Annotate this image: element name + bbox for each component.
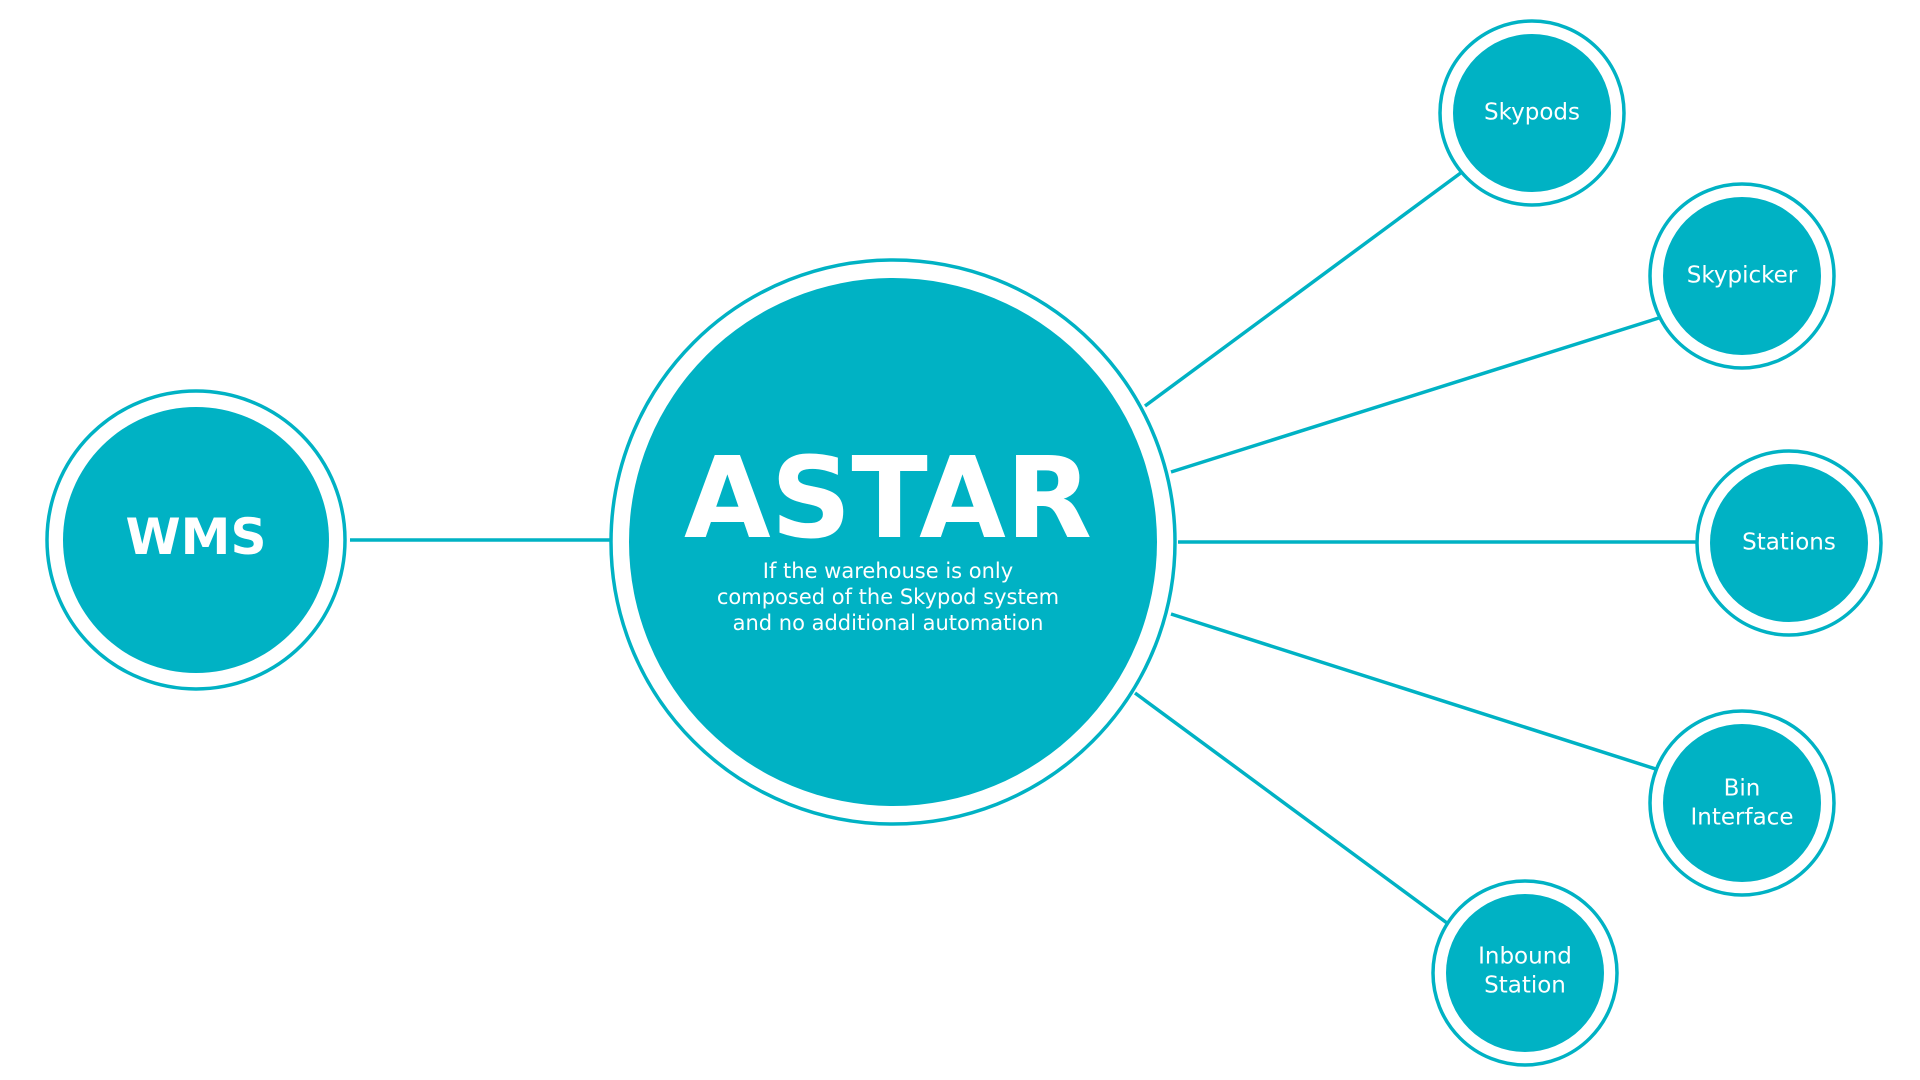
node-bin-interface-label-line-1: Bin bbox=[1724, 776, 1761, 802]
node-astar: ASTAR If the warehouse is only composed … bbox=[609, 258, 1177, 826]
node-skypicker: Skypicker bbox=[1648, 182, 1836, 370]
connector-skypods bbox=[1143, 170, 1464, 408]
node-inbound-station-label-line-2: Station bbox=[1484, 973, 1566, 999]
node-wms-label-line: WMS bbox=[126, 508, 267, 566]
node-bin-interface: Bin Interface bbox=[1648, 709, 1836, 897]
node-inbound-station: Inbound Station bbox=[1431, 879, 1619, 1067]
connector-skypicker bbox=[1170, 315, 1663, 474]
node-stations-label: Stations bbox=[1742, 530, 1836, 556]
connectors bbox=[350, 170, 1704, 925]
node-wms-label: WMS bbox=[126, 508, 267, 566]
node-astar-circle bbox=[629, 278, 1157, 806]
hub-title: ASTAR bbox=[684, 434, 1092, 564]
node-wms-circle bbox=[63, 407, 329, 673]
node-bin-interface-label-line-2: Interface bbox=[1691, 805, 1794, 831]
node-skypicker-label: Skypicker bbox=[1687, 263, 1798, 289]
hub-description-line-2: composed of the Skypod system bbox=[717, 585, 1059, 609]
node-skypods-circle bbox=[1453, 34, 1611, 192]
connector-bin-interface bbox=[1170, 612, 1663, 773]
node-inbound-station-label-line-1: Inbound bbox=[1478, 944, 1572, 970]
node-skypods-label: Skypods bbox=[1484, 100, 1580, 126]
node-skypicker-circle bbox=[1663, 197, 1821, 355]
hub-description-line-1: If the warehouse is only bbox=[763, 559, 1013, 583]
node-bin-interface-circle bbox=[1663, 724, 1821, 882]
connector-inbound-station bbox=[1133, 691, 1449, 925]
node-inbound-station-circle bbox=[1446, 894, 1604, 1052]
node-skypods: Skypods bbox=[1438, 19, 1626, 207]
node-wms: WMS bbox=[45, 389, 347, 691]
hub-description-line-3: and no additional automation bbox=[733, 611, 1044, 635]
node-stations-circle bbox=[1710, 464, 1868, 622]
node-stations: Stations bbox=[1695, 449, 1883, 637]
